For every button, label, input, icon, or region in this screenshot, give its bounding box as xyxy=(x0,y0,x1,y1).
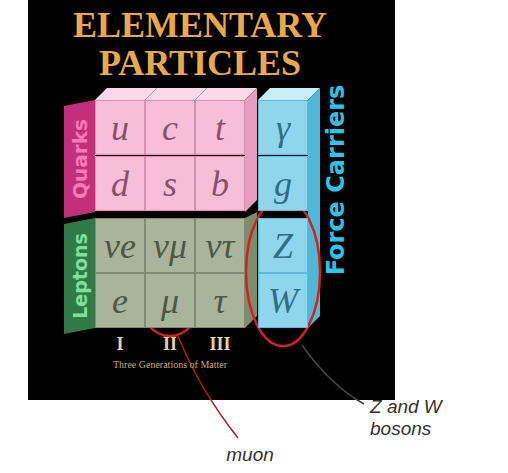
particle-cell: e xyxy=(95,273,145,328)
generation-number: II xyxy=(163,334,177,355)
poster-ground xyxy=(28,0,395,400)
particle-cell: s xyxy=(145,156,195,211)
particle-symbol: e xyxy=(112,280,128,322)
particle-symbol: t xyxy=(215,107,225,149)
callout-label: muon xyxy=(226,444,274,466)
particle-symbol: Z xyxy=(273,225,293,267)
cube-side xyxy=(245,88,257,212)
generation-number: III xyxy=(209,334,230,355)
lepton-band xyxy=(64,218,95,334)
generation-number: I xyxy=(116,334,123,355)
particle-cell: νμ xyxy=(145,218,195,273)
cube-edge xyxy=(145,88,157,100)
particle-cell: b xyxy=(195,156,245,211)
poster-title: ELEMENTARY PARTICLES xyxy=(50,6,350,82)
particle-symbol: νe xyxy=(104,225,136,267)
group-label: Quarks xyxy=(68,119,92,199)
particle-cell: c xyxy=(145,100,195,155)
highlight-ellipse xyxy=(246,198,320,346)
particle-symbol: τ xyxy=(214,280,227,322)
particle-cell: Z xyxy=(258,218,308,273)
highlight-ellipse xyxy=(140,264,200,336)
particle-cell: μ xyxy=(145,273,195,328)
particle-cell: νe xyxy=(95,218,145,273)
cube-edge xyxy=(195,88,207,100)
particle-cell: γ xyxy=(258,100,308,155)
group-label: Force Carriers xyxy=(322,85,350,276)
particle-symbol: c xyxy=(162,107,178,149)
particle-symbol: u xyxy=(111,107,129,149)
particle-cell: d xyxy=(95,156,145,211)
particle-symbol: νμ xyxy=(153,225,187,267)
particle-cell: τ xyxy=(195,273,245,328)
particle-symbol: d xyxy=(111,163,129,205)
quark-band xyxy=(64,100,95,218)
particle-cell: g xyxy=(258,156,308,211)
particle-symbol: ντ xyxy=(206,225,235,267)
particle-cell: t xyxy=(195,100,245,155)
particle-cell: W xyxy=(258,273,308,328)
axis-caption: Three Generations of Matter xyxy=(113,359,227,370)
particle-cell: u xyxy=(95,100,145,155)
particle-symbol: s xyxy=(163,163,177,205)
particle-symbol: W xyxy=(268,280,298,322)
particle-symbol: g xyxy=(274,163,292,205)
cube-top xyxy=(95,88,257,100)
leader-line xyxy=(302,345,364,404)
particle-symbol: γ xyxy=(276,107,290,149)
particle-symbol: b xyxy=(211,163,229,205)
callout-label: Z and W bosons xyxy=(370,396,490,440)
particle-cell: ντ xyxy=(195,218,245,273)
particle-symbol: μ xyxy=(161,280,179,322)
group-label: Leptons xyxy=(69,233,91,319)
